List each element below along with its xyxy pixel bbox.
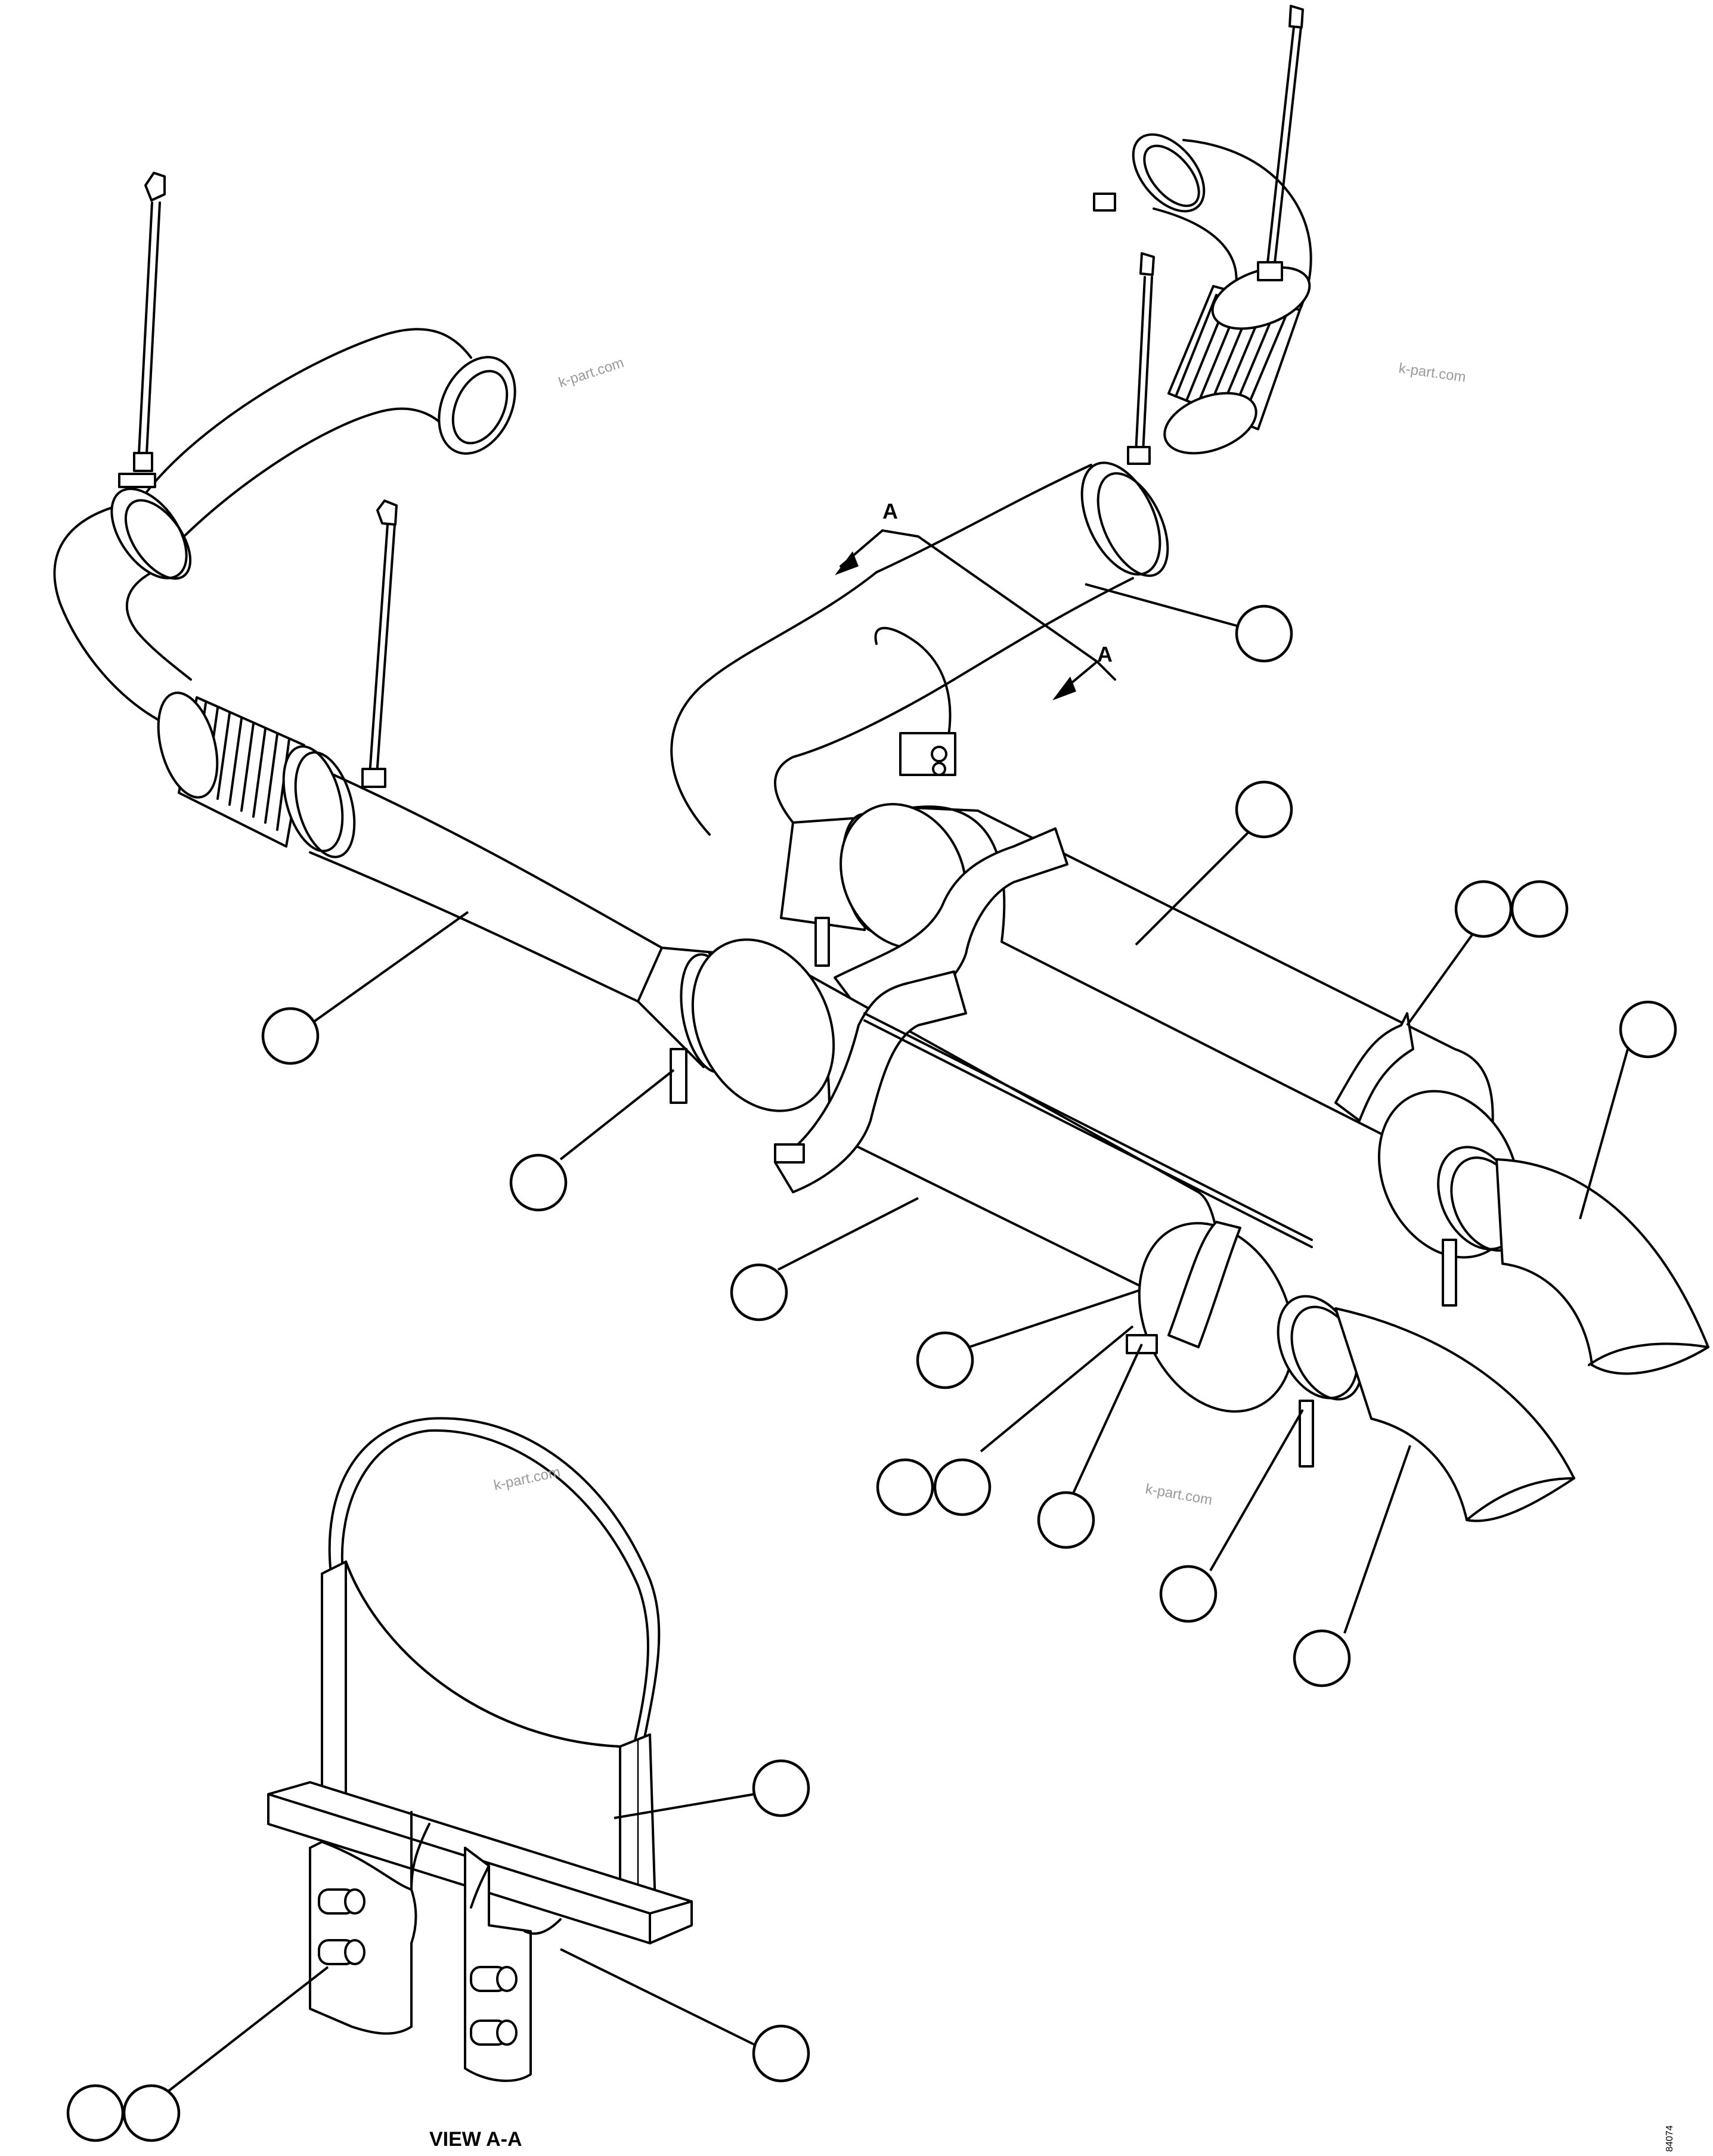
callout-bubbles: [66, 604, 1677, 2142]
mid-left-support-rod: [361, 500, 398, 788]
watermark: k-part.com: [557, 355, 626, 391]
callout-bubble: [122, 2084, 181, 2142]
callout-bubble: [66, 2084, 125, 2142]
right-exhaust-pipe: [670, 5, 1312, 967]
watermark: k-part.com: [1144, 1481, 1213, 1508]
callout-bubble: [509, 1153, 568, 1212]
view-label: VIEW A-A: [429, 2128, 522, 2151]
callout-bubble: [876, 1458, 934, 1516]
callout-bubble: [1293, 1629, 1351, 1687]
left-flex-bellows: [157, 691, 356, 858]
callout-bubble: [1235, 604, 1293, 663]
callout-bubble: [1235, 780, 1293, 839]
section-marker-top: A: [882, 499, 898, 523]
mid-right-support-rod: [1127, 252, 1155, 465]
callout-bubble: [730, 1263, 788, 1321]
callout-bubble: [916, 1331, 974, 1389]
figure-code: 84074: [1665, 2125, 1675, 2152]
callout-bubble: [752, 1759, 810, 1817]
callout-bubble: [261, 1007, 320, 1065]
watermark: k-part.com: [1398, 360, 1467, 386]
upper-left-support-rod: [133, 172, 166, 472]
left-exhaust-pipe: [53, 172, 739, 1104]
watermark: k-part.com: [492, 1464, 562, 1494]
callout-bubble: [933, 1458, 992, 1516]
callout-bubble: [1510, 880, 1569, 938]
section-cut-line: [835, 529, 1116, 700]
right-muffler: [834, 803, 1709, 1375]
upper-left-clamp: [110, 473, 192, 580]
right-flex-bellows: [1163, 266, 1311, 455]
callout-bubble: [1159, 1565, 1218, 1623]
section-marker-right: A: [1097, 642, 1113, 666]
top-right-support-rod: [1257, 5, 1304, 281]
callout-bubble: [1619, 1000, 1677, 1059]
view-a-a-bracket-detail: [267, 1417, 693, 2082]
callout-leaders: [166, 583, 1629, 2093]
left-muffler: [691, 938, 1575, 1522]
callout-bubble: [752, 2024, 810, 2083]
callout-bubble: [1454, 880, 1513, 938]
callout-bubble: [1037, 1491, 1095, 1549]
